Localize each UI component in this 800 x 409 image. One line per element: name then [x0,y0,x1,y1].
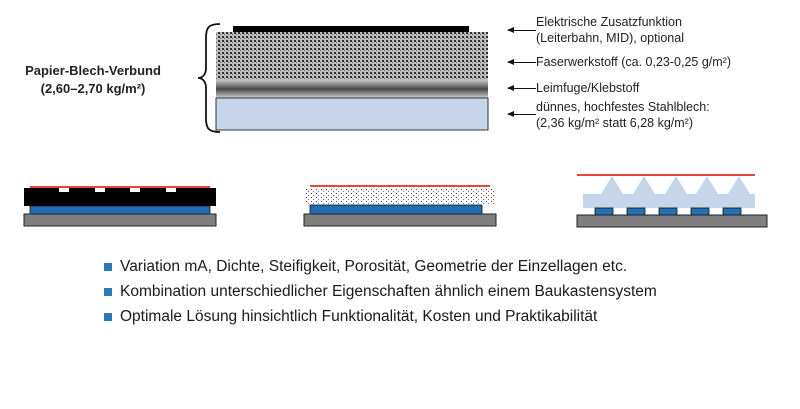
annotation-fiber: Faserwerkstoff (ca. 0,23-0,25 g/m²) [536,55,731,69]
layer-stack-diagram [215,26,489,131]
bullet-square-icon [104,312,112,321]
bullet-item: Variation mA, Dichte, Steifigkeit, Poros… [104,254,657,279]
steel-layer [215,97,489,131]
variant-2-diagram [303,185,497,227]
arrow-left-icon [507,111,536,117]
fiber-layer [216,32,488,80]
variant-3-diagram [576,174,768,228]
arrow-left-icon [507,27,536,33]
annotation-steel: dünnes, hochfestes Stahlblech: (2,36 kg/… [536,100,710,130]
composite-weight: (2,60–2,70 kg/m²) [40,81,146,96]
arrow-left-icon [507,59,536,65]
composite-label: Papier-Blech-Verbund (2,60–2,70 kg/m²) [18,62,168,98]
glue-layer [216,80,488,98]
bullet-item: Kombination unterschiedlicher Eigenschaf… [104,279,657,304]
bullet-square-icon [104,287,112,296]
annotation-glue: Leimfuge/Klebstoff [536,81,640,95]
annotation-electric: Elektrische Zusatzfunktion (Leiterbahn, … [536,15,684,45]
curly-brace-icon [197,23,221,133]
variant-1-diagram [23,186,217,227]
bullet-item: Optimale Lösung hinsichtlich Funktionali… [104,304,657,329]
bullet-list: Variation mA, Dichte, Steifigkeit, Poros… [104,254,657,329]
electric-layer [233,26,469,32]
bullet-square-icon [104,262,112,271]
arrow-left-icon [507,85,536,91]
composite-title: Papier-Blech-Verbund [25,63,161,78]
